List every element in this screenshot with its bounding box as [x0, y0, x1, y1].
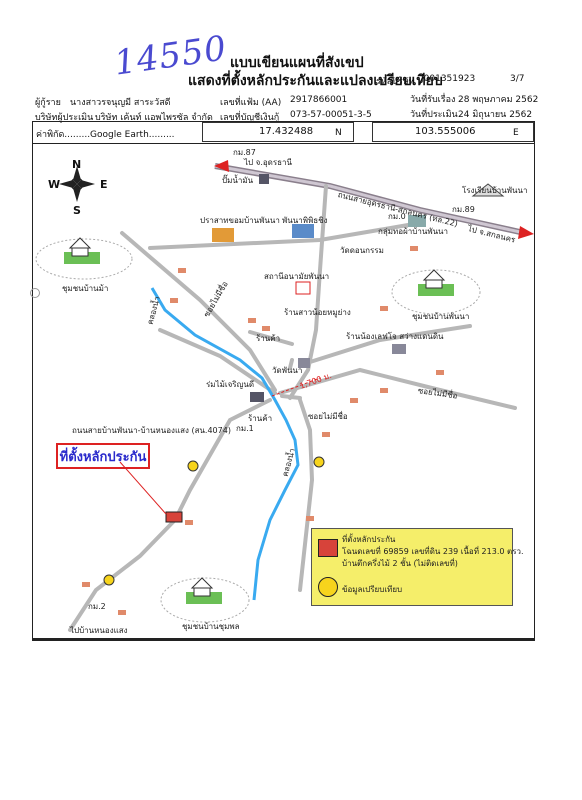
label-to-nongsaeng: ไปบ้านหนองแสง [70, 626, 128, 635]
map-frame [32, 121, 535, 639]
label-community-right: ชุมชนบ้านพันนา [412, 312, 470, 321]
page-number: 3/7 [510, 74, 525, 84]
comparable-3-marker [313, 456, 325, 468]
label-km1: กม.1 [236, 424, 254, 433]
legend-collateral-swatch [318, 539, 338, 557]
weaving-hut-icon [408, 215, 426, 227]
title-line-1: แบบเขียนแผนที่สังเขป [230, 55, 364, 71]
label-weaving-hut: กลุ่มทอผ้าบ้านพันนา [378, 227, 449, 236]
legend-building-detail: บ้านตึกครึ่งไม้ 2 ชั้น (ไม่ติดเลขที่) [342, 559, 458, 568]
bridge-icon [250, 392, 264, 402]
label-soi-mid: ซอยไม่มีชื่อ [308, 412, 348, 421]
legend-comparable-label: ข้อมูลเปรียบเทียบ [342, 585, 403, 594]
village-house-icon [418, 269, 454, 296]
code-label: รหัสบริษัท [376, 77, 415, 87]
label-castle: ปราสาทขอมบ้านพันนา [200, 216, 280, 225]
community-left-ring [35, 238, 133, 280]
community-right-ring [391, 269, 481, 315]
castle-icon [212, 228, 234, 242]
collateral-marker [165, 511, 183, 523]
appraise-date-label: วันที่ประเมิน [410, 110, 458, 120]
village-house-icon [64, 237, 100, 264]
roads [68, 184, 517, 632]
borrower-name: นางสาวรจนุญมี สาระวัสดี [70, 98, 171, 108]
health-station-icon [295, 281, 311, 295]
community-bottom-ring [160, 577, 250, 623]
lon-dir: E [513, 128, 519, 138]
school-icon [471, 183, 505, 197]
cafe-icon [392, 344, 406, 354]
village-house-icon [186, 577, 222, 604]
account-value: 073-57-00051-3-5 [290, 110, 372, 120]
borrower-label: ผู้กู้ราย [35, 98, 61, 108]
label-shop-2: ร้านค้า [248, 414, 273, 423]
legend: ที่ตั้งหลักประกัน โฉนดเลขที่ 69859 เลขที… [311, 528, 524, 606]
appraiser-label: บริษัทผู้ประเมิน [35, 113, 94, 123]
label-gas-station: ปั๊มน้ำมัน [222, 176, 254, 185]
lat-box: 17.432488 N [202, 122, 354, 142]
compass-s: S [73, 204, 81, 217]
collateral-callout: ที่ตั้งหลักประกัน [56, 443, 150, 469]
compass-icon [59, 166, 95, 202]
gas-station-icon [259, 174, 269, 184]
highway-22 [214, 160, 534, 239]
survey-date-value: 28 พฤษภาคม 2562 [458, 95, 539, 105]
label-community-left: ชุมชนบ้านม้า [62, 284, 109, 293]
legend-comparable-swatch [318, 577, 338, 597]
survey-date-label: วันที่รับเรื่อง [410, 95, 456, 105]
collateral-pointer [119, 461, 167, 515]
building-markers [82, 246, 444, 615]
lon-box: 103.555006 E [372, 122, 534, 142]
lat-value: 17.432488 [259, 126, 314, 137]
compass-n: N [72, 158, 82, 171]
label-health-station: สถานีอนามัยพันนา [264, 272, 330, 281]
legend-deed-detail: โฉนดเลขที่ 69859 เลขที่ดิน 239 เนื้อที่ … [342, 547, 524, 556]
label-museum: พันนาพิพิธชิง [282, 216, 328, 225]
account-label: เลขที่บัญชีเงินกู้ [220, 113, 280, 123]
aa-value: 2917866001 [290, 95, 348, 105]
label-temple-mid: วัดพันนา [272, 366, 303, 375]
title-line-2: แสดงที่ตั้งหลักประกันและแปลงเปรียบเทียบ [188, 73, 443, 89]
label-km0: กม.0 [388, 212, 406, 221]
label-km89: กม.89 [452, 205, 475, 214]
coord-source: ค่าพิกัด.........Google Earth......... [36, 130, 175, 140]
coordinate-bar: ค่าพิกัด.........Google Earth......... 1… [32, 121, 535, 144]
label-cafe: ร้านน้องเลฟโจ สว่างแดนดิน [346, 332, 444, 341]
comparable-1-marker [103, 574, 115, 586]
comparable-2-marker [187, 460, 199, 472]
code-value: J001351923 [421, 74, 476, 84]
compass-w: W [48, 178, 61, 191]
museum-icon [292, 224, 314, 238]
appraise-date-value: 24 มิถุนายน 2562 [458, 110, 533, 120]
label-temple-top: วัดดอนกรรม [340, 246, 384, 255]
label-school: โรงเรียนบ้านพันนา [462, 186, 528, 195]
appraiser-name: บริษัท เค้นท์ แอพไพรซัล จำกัด [95, 113, 213, 123]
aa-label: เลขที่แฟ้ม (AA) [220, 98, 282, 108]
label-shop-tree: ร่มไม้เจริญนดี [206, 380, 255, 389]
legend-collateral-label: ที่ตั้งหลักประกัน [342, 535, 396, 544]
label-shop: ร้านค้า [256, 334, 281, 343]
label-community-bottom: ชุมชนบ้านชุมพล [182, 622, 240, 631]
distance-line [271, 377, 321, 397]
canal-river [150, 287, 300, 601]
label-km2: กม.2 [88, 602, 106, 611]
temple-icon [298, 358, 310, 368]
label-km87: กม.87 [233, 148, 256, 157]
lat-dir: N [335, 128, 342, 138]
label-road-4074: ถนนสายบ้านพันนา-บ้านหนองแสง (สน.4074) [72, 426, 231, 435]
label-shop-bbq: ร้านสาวน้อยหมูย่าง [284, 308, 351, 317]
label-to-udon: ไป จ.อุดรธานี [244, 158, 293, 167]
punch-hole [30, 288, 40, 298]
compass-e: E [100, 178, 108, 191]
frame-bottom-border [32, 639, 535, 641]
lon-value: 103.555006 [415, 126, 476, 137]
